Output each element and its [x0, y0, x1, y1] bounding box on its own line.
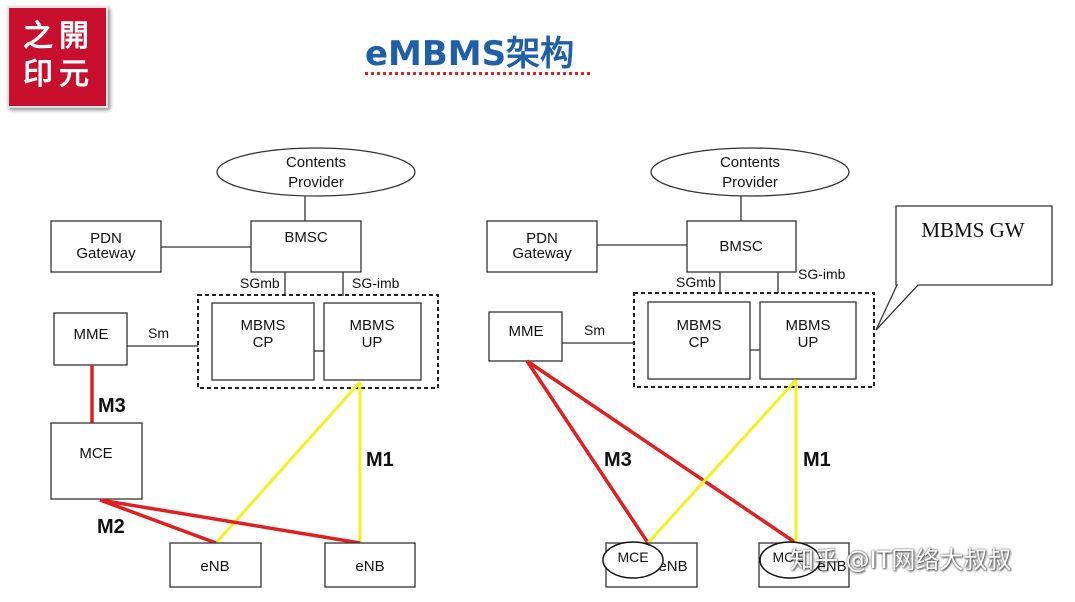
bmsc-label-right: BMSC: [719, 238, 763, 255]
pdn-gateway-line1-right: PDN: [526, 230, 558, 247]
contents-provider-ellipse-right: [650, 147, 850, 197]
enb-label-2: eNB: [355, 558, 384, 575]
pdn-gateway-line1: PDN: [90, 230, 122, 247]
mme-label-right: MME: [509, 323, 544, 340]
sm-label-right: Sm: [584, 322, 605, 338]
bmsc-box: [250, 220, 362, 273]
contents-provider-line1-right: Contents: [720, 154, 780, 171]
mbms-cp-line1-right: MBMS: [677, 317, 722, 334]
enb-label-2-right: eNB: [817, 558, 846, 575]
sgmb-label-right: SGmb: [676, 274, 716, 290]
mce-label-2-right: MCE: [772, 549, 803, 565]
logo-char-1: 之: [23, 19, 53, 54]
mbms-up-box: [323, 302, 422, 381]
enb-label-1-right: eNB: [658, 558, 687, 575]
sm-label: Sm: [148, 325, 169, 341]
enb-box-2: [324, 542, 416, 588]
mbms-gw-dashed-group: [197, 294, 439, 389]
m3-label: M3: [98, 395, 126, 417]
m1-link-enb1: [214, 381, 362, 544]
mbms-gw-dashed-group-right: [633, 292, 875, 388]
enb-box-1: [169, 542, 262, 588]
m1-label: M1: [366, 449, 394, 471]
logo: 之 開 印 元: [7, 6, 108, 108]
logo-char-3: 印: [23, 57, 53, 92]
contents-provider-line2-right: Provider: [722, 174, 778, 191]
mbms-cp-line2-right: CP: [689, 334, 710, 351]
m1-label-right: M1: [803, 449, 831, 471]
mbms-gw-callout: [875, 205, 1053, 331]
logo-char-4: 元: [59, 57, 89, 92]
mbms-up-box-right: [759, 301, 857, 380]
mbms-cp-box-right: [647, 301, 751, 380]
mbms-up-line2: UP: [362, 334, 383, 351]
mbms-cp-line2: CP: [253, 334, 274, 351]
m3-label-right: M3: [604, 449, 632, 471]
page-title: eMBMS架构: [365, 34, 575, 74]
watermark: 知乎 @IT网络大叔叔: [790, 546, 1012, 574]
pdn-gateway-box-right: [486, 220, 598, 273]
mbms-up-line1: MBMS: [350, 317, 395, 334]
left-diagram: Contents Provider BMSC PDN Gateway SGmb …: [50, 147, 439, 588]
enb-label-1: eNB: [200, 558, 229, 575]
mbms-gw-callout-label: MBMS GW: [921, 218, 1024, 242]
contents-provider-line1: Contents: [286, 154, 346, 171]
pdn-gateway-box: [50, 220, 162, 273]
mbms-cp-box: [211, 302, 315, 381]
sgmb-label: SGmb: [240, 275, 280, 291]
m1-link-enb1-right: [646, 378, 798, 545]
contents-provider-ellipse: [216, 147, 416, 197]
m2-label: M2: [97, 516, 125, 538]
mme-label: MME: [74, 326, 109, 343]
mce-ellipse-2: [759, 541, 821, 579]
mce-ellipse-1: [602, 541, 664, 579]
sgimb-label: SG-imb: [352, 275, 400, 291]
mce-label-1-right: MCE: [617, 549, 648, 565]
mbms-cp-line1: MBMS: [241, 317, 286, 334]
m2-link-enb2: [99, 498, 361, 545]
mme-box-right: [488, 311, 563, 362]
pdn-gateway-line2-right: Gateway: [512, 245, 572, 262]
mce-label: MCE: [79, 445, 112, 462]
logo-char-2: 開: [59, 19, 89, 54]
mce-box: [50, 422, 143, 500]
contents-provider-line2: Provider: [288, 174, 344, 191]
bmsc-box-right: [686, 220, 797, 273]
pdn-gateway-line2: Gateway: [76, 245, 136, 262]
bmsc-label: BMSC: [284, 229, 328, 246]
m3-link-mce1: [525, 360, 650, 544]
sgimb-label-right: SG-imb: [798, 266, 846, 282]
mbms-up-line1-right: MBMS: [786, 317, 831, 334]
spellcheck-underline: [365, 72, 590, 75]
mme-box: [53, 312, 128, 366]
m3-link-mce2: [526, 359, 797, 545]
m2-link-enb1: [99, 498, 217, 545]
mbms-up-line2-right: UP: [798, 334, 819, 351]
right-diagram: Contents Provider BMSC PDN Gateway SGmb …: [486, 147, 1053, 588]
